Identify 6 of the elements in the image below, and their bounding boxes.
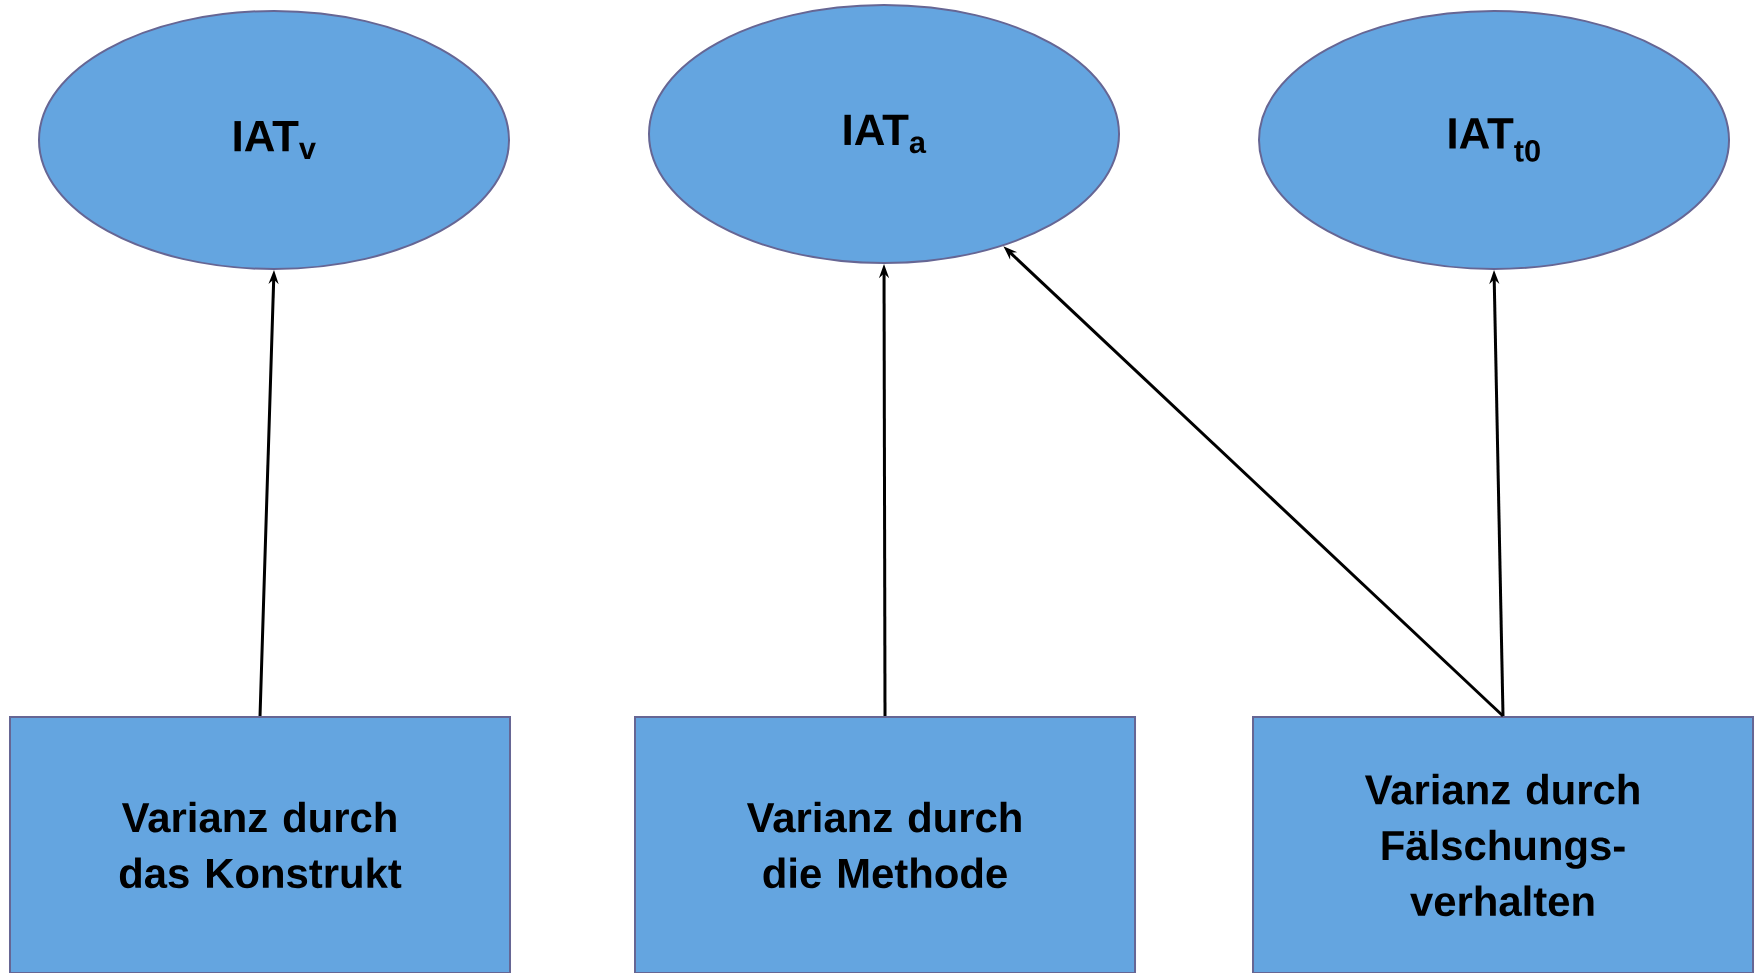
ellipse-node: IAT$_{a}$ bbox=[648, 4, 1120, 264]
ellipse-node: IAT$_{v}$ bbox=[38, 10, 510, 270]
process-box: Varianz durch die Methode bbox=[634, 716, 1136, 973]
ellipse-node: IAT$_{t0}$ bbox=[1258, 10, 1730, 270]
process-box: Varianz durch das Konstrukt bbox=[9, 716, 511, 973]
process-box: Varianz durch Fälschungs- verhalten bbox=[1252, 716, 1754, 973]
